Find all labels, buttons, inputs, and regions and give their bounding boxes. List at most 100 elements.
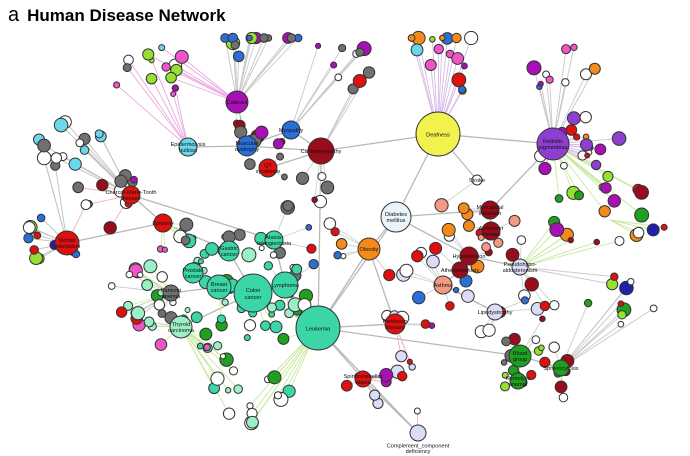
disease-node bbox=[130, 306, 146, 321]
network-edge bbox=[560, 281, 632, 369]
disease-node bbox=[584, 152, 591, 159]
disease-label-leukemia: Leukemia bbox=[306, 327, 331, 333]
network-edge bbox=[174, 64, 238, 103]
network-edge bbox=[317, 327, 521, 357]
disease-node bbox=[424, 59, 437, 72]
network-edge bbox=[519, 240, 620, 268]
disease-node bbox=[216, 314, 227, 324]
disease-node bbox=[570, 43, 578, 52]
disease-node bbox=[407, 34, 416, 42]
disease-label-epilepsy: Epilepsy bbox=[152, 221, 173, 227]
disease-node bbox=[203, 343, 211, 352]
disease-node bbox=[272, 138, 285, 150]
network-edge bbox=[317, 216, 397, 329]
disease-node bbox=[122, 63, 132, 73]
disease-node bbox=[566, 111, 581, 126]
disease-node bbox=[94, 129, 104, 139]
disease-node bbox=[539, 300, 551, 312]
disease-node-obesity bbox=[357, 237, 381, 261]
disease-node bbox=[549, 300, 560, 311]
disease-node bbox=[145, 72, 158, 85]
disease-node bbox=[461, 289, 475, 303]
disease-node bbox=[397, 371, 408, 382]
disease-node bbox=[79, 145, 90, 155]
disease-label-lymphoma: Lymphoma bbox=[271, 283, 299, 289]
disease-node bbox=[103, 221, 117, 235]
disease-node bbox=[137, 271, 144, 279]
figure-title: Human Disease Network bbox=[27, 6, 226, 25]
network-edge bbox=[609, 219, 654, 231]
disease-node bbox=[243, 319, 257, 332]
disease-label-myopathy: Myopathy bbox=[279, 128, 303, 134]
network-edge bbox=[519, 234, 568, 268]
disease-node-colon-cancer bbox=[233, 273, 273, 313]
disease-node-thyroid-carcinoma bbox=[169, 315, 193, 339]
disease-node-hypoaldosteronism bbox=[511, 258, 529, 276]
disease-node bbox=[80, 199, 92, 211]
disease-node bbox=[579, 138, 593, 152]
disease-node bbox=[305, 223, 313, 231]
disease-node-stroke bbox=[471, 174, 483, 186]
disease-node bbox=[113, 81, 121, 89]
disease-node bbox=[338, 43, 347, 53]
network-edge bbox=[43, 157, 68, 244]
disease-node bbox=[340, 379, 353, 392]
disease-label-cataract: Cataract bbox=[226, 100, 248, 106]
disease-node bbox=[184, 307, 191, 314]
disease-node-epidermolysis-bullosa bbox=[178, 137, 198, 157]
disease-node bbox=[493, 237, 504, 248]
disease-node bbox=[221, 298, 229, 306]
disease-node bbox=[500, 359, 508, 366]
disease-node bbox=[434, 198, 449, 213]
disease-node bbox=[306, 243, 317, 254]
disease-node-myocardial-infarction bbox=[480, 200, 500, 220]
disease-node bbox=[295, 171, 310, 185]
disease-node bbox=[614, 235, 625, 246]
disease-node bbox=[233, 228, 246, 241]
disease-node bbox=[457, 202, 470, 215]
disease-node bbox=[161, 62, 171, 72]
disease-node bbox=[369, 389, 381, 401]
disease-node bbox=[452, 286, 460, 294]
disease-node bbox=[107, 282, 116, 290]
disease-label-asthma: Asthma bbox=[434, 283, 454, 289]
panel-letter: a bbox=[8, 4, 20, 26]
network-edge bbox=[181, 56, 238, 103]
disease-node bbox=[170, 90, 177, 97]
disease-node bbox=[75, 138, 85, 148]
disease-node bbox=[501, 371, 509, 379]
network-edge bbox=[66, 222, 164, 244]
disease-node bbox=[281, 173, 288, 181]
disease-node-spinocerebellar-ataxia bbox=[354, 370, 372, 388]
disease-label-cardiomyopathy: Cardiomyopathy bbox=[301, 149, 342, 155]
disease-node bbox=[508, 214, 521, 227]
network-edge bbox=[147, 53, 238, 103]
disease-node bbox=[579, 68, 592, 81]
network-edge bbox=[130, 194, 275, 241]
disease-node-complement-deficiency bbox=[409, 424, 427, 442]
disease-node bbox=[258, 245, 265, 252]
disease-node-asthma bbox=[433, 275, 453, 295]
disease-node bbox=[600, 182, 612, 194]
disease-node bbox=[233, 384, 243, 394]
disease-node bbox=[426, 254, 440, 269]
disease-node bbox=[458, 85, 467, 94]
network-edge bbox=[519, 266, 613, 285]
disease-node bbox=[50, 152, 63, 164]
network-edge bbox=[180, 326, 239, 390]
disease-node-prostate-cancer bbox=[182, 262, 204, 284]
disease-label-deafness: Deafness bbox=[426, 133, 450, 139]
disease-node bbox=[286, 33, 297, 43]
disease-node bbox=[399, 263, 414, 278]
disease-node-diabetes-mellitus bbox=[380, 201, 412, 233]
network-edge bbox=[236, 37, 269, 103]
disease-node bbox=[660, 223, 668, 231]
disease-node-leukemia bbox=[295, 305, 341, 351]
disease-node bbox=[445, 301, 455, 311]
